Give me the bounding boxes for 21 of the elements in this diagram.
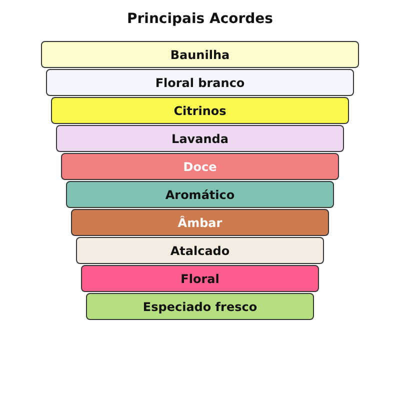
funnel-bar [71, 209, 329, 236]
funnel-bar [61, 153, 339, 180]
funnel-bar [76, 237, 324, 264]
funnel-bar [46, 69, 354, 96]
bar-label: Floral [180, 272, 220, 286]
bar-label: Âmbar [178, 216, 222, 230]
bar-label: Floral branco [155, 76, 245, 90]
funnel-bar [41, 41, 359, 68]
funnel-bar [51, 97, 349, 124]
funnel-bar [56, 125, 344, 152]
bar-label: Lavanda [172, 132, 228, 146]
chart-title: Principais Acordes [126, 11, 274, 27]
funnel-bar [86, 293, 314, 320]
funnel-bar [81, 265, 319, 292]
bar-label: Doce [183, 160, 217, 174]
bar-label: Especiado fresco [142, 300, 258, 314]
bar-label: Citrinos [174, 104, 226, 118]
bar-label: Aromático [165, 188, 235, 202]
bar-label: Atalcado [170, 244, 230, 258]
funnel-bar [66, 181, 334, 208]
bar-label: Baunilha [170, 48, 230, 62]
